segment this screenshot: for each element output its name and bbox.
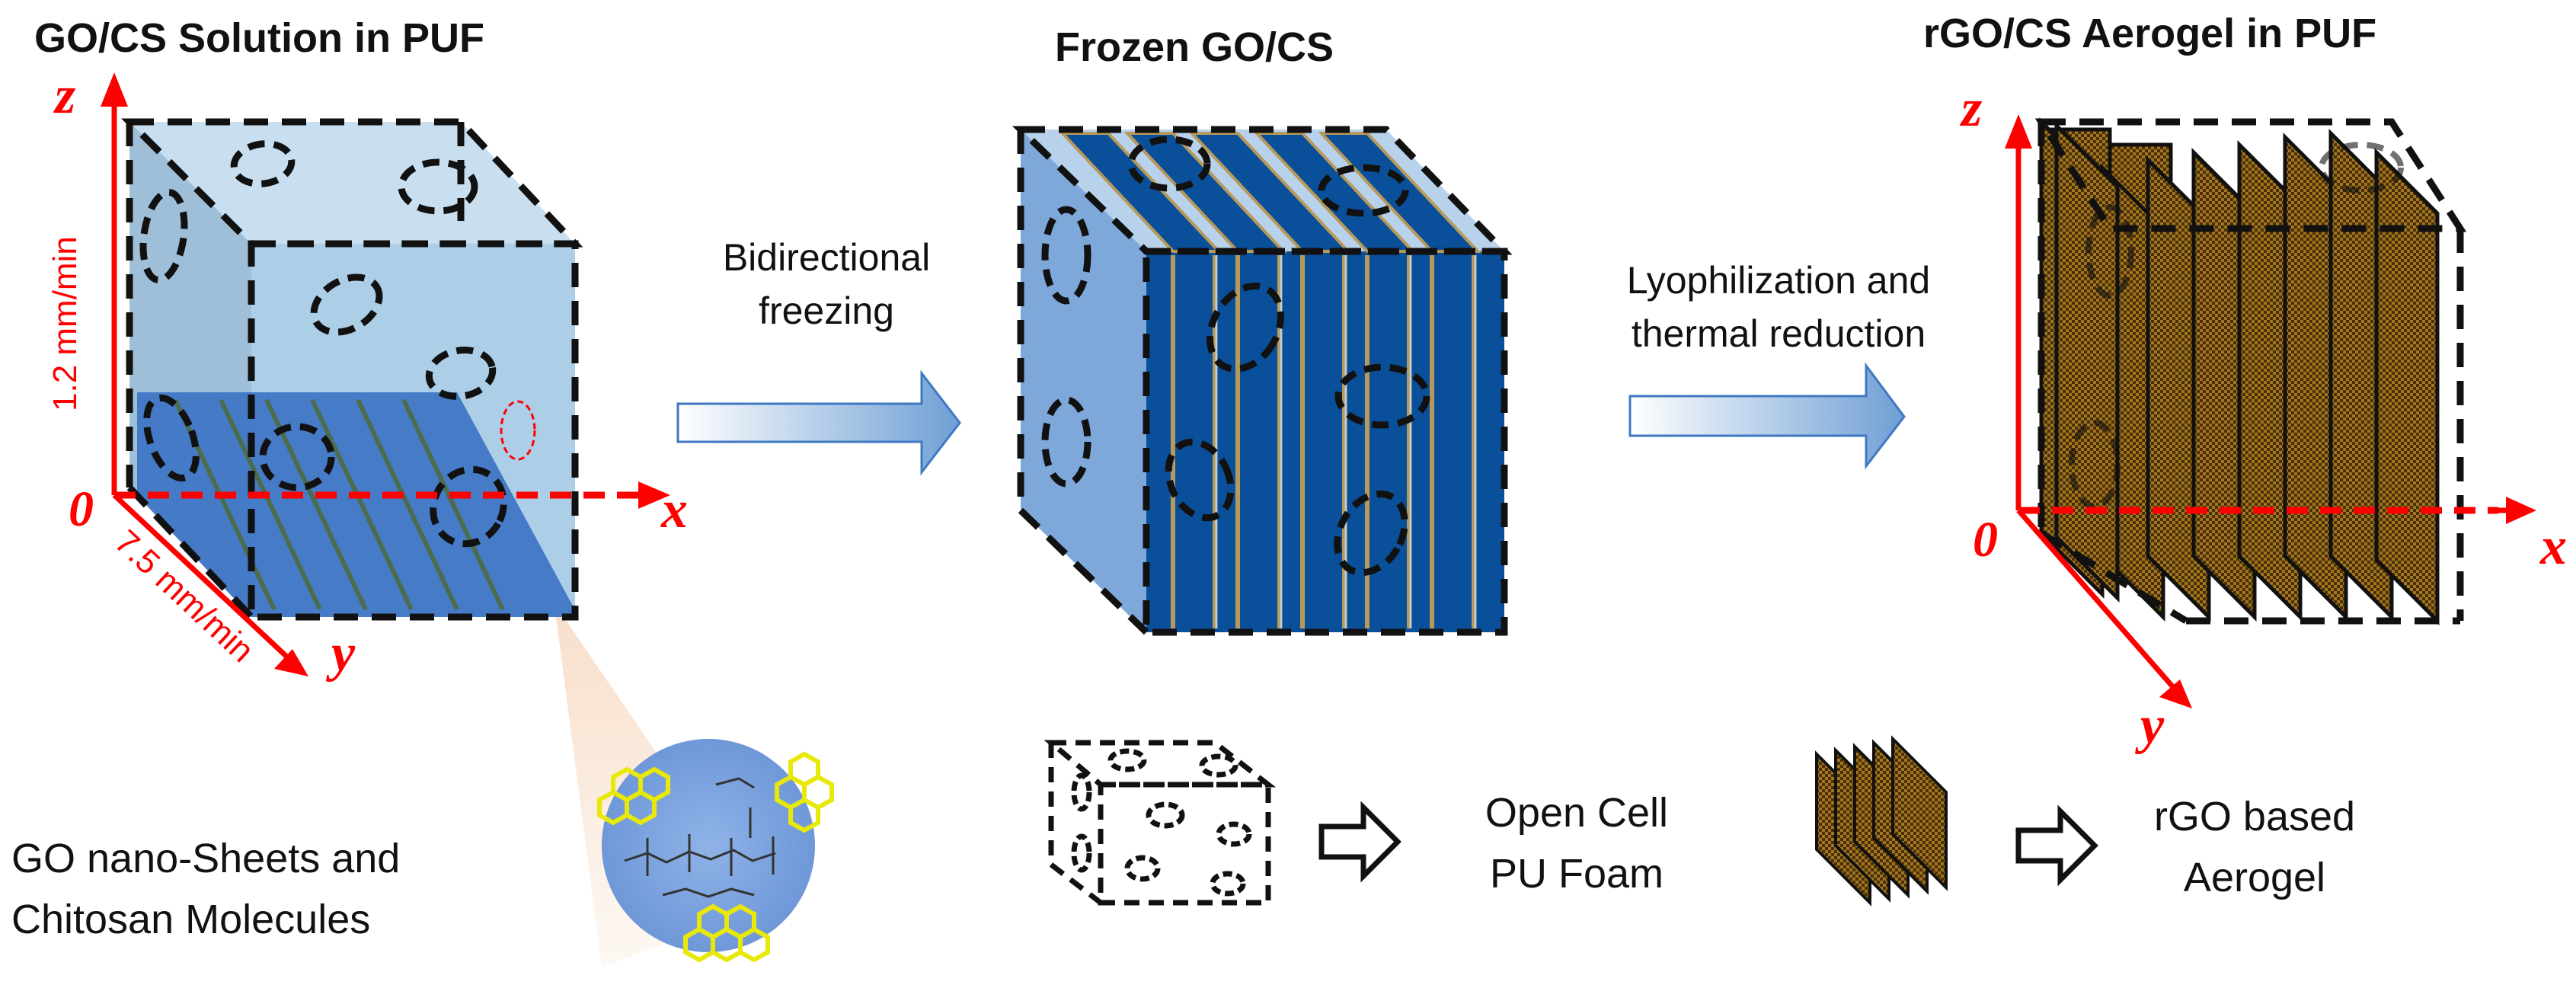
axis-x-label-aerogel: x bbox=[2539, 517, 2567, 576]
frozen-cube bbox=[1012, 126, 1513, 636]
aerogel-arrow-icon bbox=[2015, 804, 2098, 887]
nano-sheets-label-line1: GO nano-Sheets and bbox=[11, 836, 400, 881]
axis-z-label-aerogel: z bbox=[1960, 79, 1982, 138]
aerogel-title: rGO/CS Aerogel in PUF bbox=[1923, 11, 2376, 56]
step2-label-line1: Lyophilization and bbox=[1627, 259, 1930, 302]
axis-z-label: z bbox=[53, 66, 75, 125]
origin-label: 0 bbox=[69, 481, 94, 537]
open-cell-foam-icon bbox=[1044, 740, 1277, 906]
z-rate-label: 1.2 mm/min bbox=[46, 236, 84, 411]
process-arrow-2 bbox=[1628, 362, 1906, 470]
frozen-title: Frozen GO/CS bbox=[1055, 24, 1334, 70]
solution-title: GO/CS Solution in PUF bbox=[34, 15, 484, 61]
frozen-slab bbox=[137, 392, 579, 617]
axes-solution bbox=[101, 72, 670, 676]
aerogel-label-line1: rGO based bbox=[2154, 794, 2355, 839]
graphene-sheet-icon bbox=[597, 751, 834, 963]
axis-y-label: y bbox=[326, 624, 356, 683]
frozen-front-face bbox=[1146, 251, 1504, 632]
frozen-left-face bbox=[1021, 129, 1146, 632]
chitosan-chain-icon bbox=[624, 777, 776, 898]
step1-label-line2: freezing bbox=[759, 289, 894, 332]
aerogel-label-line2: Aerogel bbox=[2184, 855, 2325, 900]
foam-label-line2: PU Foam bbox=[1490, 851, 1664, 897]
open-pore-marker bbox=[500, 400, 536, 461]
step1-label-line1: Bidirectional bbox=[723, 236, 930, 279]
aerogel-cube bbox=[2034, 117, 2467, 626]
process-arrow-1 bbox=[676, 369, 961, 476]
step2-label-line2: thermal reduction bbox=[1632, 312, 1926, 355]
molecule-zoom-circle bbox=[597, 739, 834, 963]
axis-x-label: x bbox=[660, 481, 688, 539]
aerogel-sheets-icon bbox=[1815, 735, 1948, 906]
foam-label-line1: Open Cell bbox=[1485, 790, 1668, 836]
axes-aerogel bbox=[2005, 114, 2536, 708]
axis-y-label-aerogel: y bbox=[2135, 696, 2165, 755]
nano-sheets-label-line2: Chitosan Molecules bbox=[11, 897, 370, 942]
foam-arrow-icon bbox=[1318, 801, 1401, 883]
origin-label-aerogel: 0 bbox=[1973, 512, 1998, 568]
